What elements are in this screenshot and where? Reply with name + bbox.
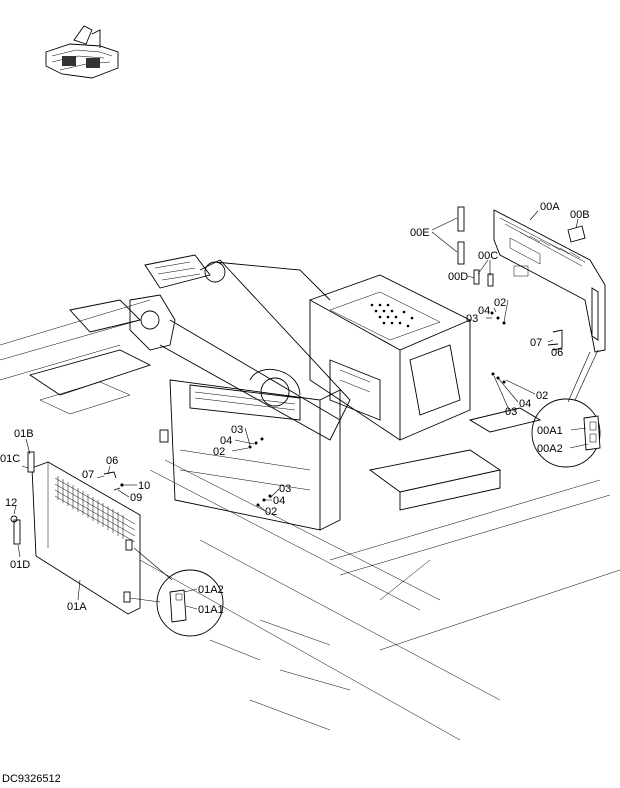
left-latch-parts bbox=[103, 471, 124, 491]
part-00E-seal bbox=[457, 206, 465, 265]
callout-04: 04 bbox=[220, 435, 232, 447]
leader-lines bbox=[13, 210, 589, 610]
part-00B-clip bbox=[567, 225, 586, 243]
location-thumbnail-icon bbox=[45, 25, 119, 79]
callout-00A: 00A bbox=[540, 201, 560, 213]
part-00C-00D-brackets bbox=[473, 269, 494, 287]
bolts-right bbox=[490, 311, 506, 384]
callout-03: 03 bbox=[505, 406, 517, 418]
callout-00C: 00C bbox=[478, 250, 498, 262]
part-12-grommet bbox=[10, 515, 18, 523]
callout-01A: 01A bbox=[67, 601, 87, 613]
callout-04: 04 bbox=[519, 398, 531, 410]
callout-01A2: 01A2 bbox=[198, 584, 224, 596]
callout-labels: 00A 00B 00E 00C 00D 04 02 03 07 06 02 04… bbox=[0, 201, 590, 616]
part-01A-side-cover bbox=[31, 461, 141, 615]
boom-foot bbox=[129, 254, 351, 441]
callout-01D: 01D bbox=[10, 559, 30, 571]
callout-04: 04 bbox=[273, 495, 285, 507]
callout-06: 06 bbox=[551, 347, 563, 359]
lower-frame bbox=[0, 299, 620, 741]
callout-06: 06 bbox=[106, 455, 118, 467]
callout-01A1: 01A1 bbox=[198, 604, 224, 616]
callout-00B: 00B bbox=[570, 209, 590, 221]
callout-02: 02 bbox=[265, 506, 277, 518]
callout-07: 07 bbox=[82, 469, 94, 481]
callout-09: 09 bbox=[130, 492, 142, 504]
callout-03: 03 bbox=[231, 424, 243, 436]
callout-01B: 01B bbox=[14, 428, 34, 440]
perforation-pattern bbox=[370, 303, 414, 328]
callout-00A2: 00A2 bbox=[537, 443, 563, 455]
callout-07: 07 bbox=[530, 337, 542, 349]
callout-00D: 00D bbox=[448, 271, 468, 283]
bolts-center bbox=[248, 437, 272, 507]
callout-03: 03 bbox=[466, 313, 478, 325]
callout-03: 03 bbox=[279, 483, 291, 495]
callout-01C: 01C bbox=[0, 453, 20, 465]
part-07-06-latch bbox=[547, 329, 563, 351]
callout-12: 12 bbox=[5, 497, 17, 509]
detail-hinge-00A bbox=[531, 349, 601, 468]
detail-hinge-01A bbox=[129, 547, 224, 637]
callout-10: 10 bbox=[138, 480, 150, 492]
callout-02: 02 bbox=[536, 390, 548, 402]
revolving-frame bbox=[308, 274, 472, 441]
callout-02: 02 bbox=[213, 446, 225, 458]
callout-02: 02 bbox=[494, 297, 506, 309]
part-00A-front-cover bbox=[493, 209, 606, 353]
cover-louvers bbox=[54, 476, 136, 543]
drawing-code: DC9326512 bbox=[2, 773, 61, 785]
callout-00E: 00E bbox=[410, 227, 430, 239]
main-frame-left bbox=[159, 368, 341, 531]
callout-04: 04 bbox=[478, 305, 490, 317]
callout-00A1: 00A1 bbox=[537, 425, 563, 437]
